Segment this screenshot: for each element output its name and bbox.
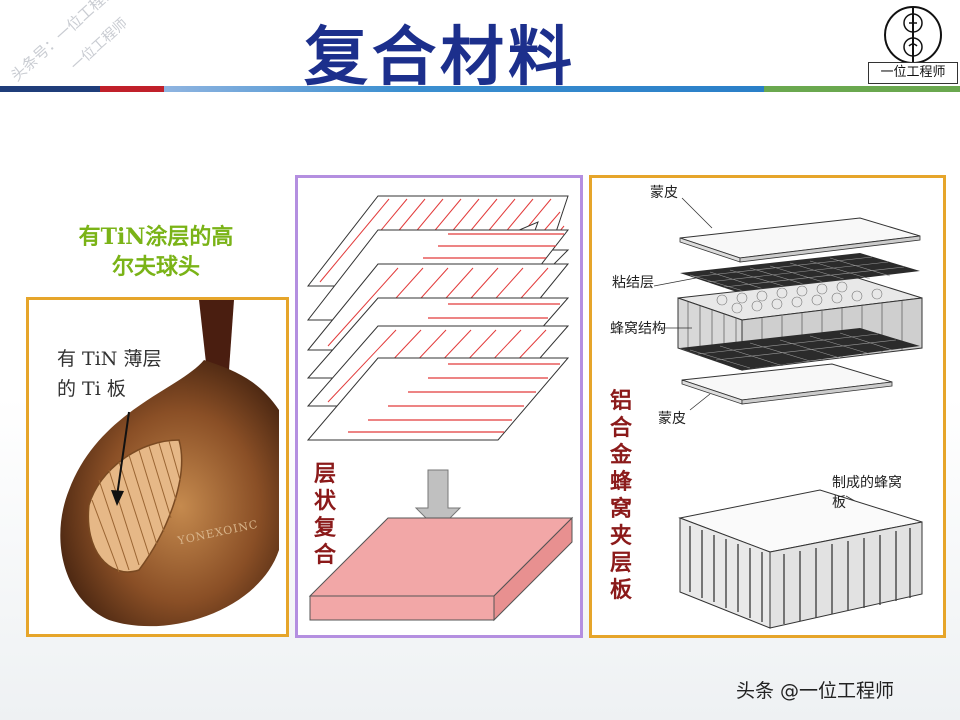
- golf-caption: 有TiN涂层的高 尔夫球头: [46, 222, 266, 282]
- honeycomb-vchar-7: 层: [609, 550, 632, 576]
- title-stripe-navy: [0, 86, 100, 92]
- logo-label: 一位工程师: [868, 62, 958, 84]
- label-adhesive-layer: 粘结层: [612, 275, 654, 291]
- honeycomb-vchar-2: 合: [609, 415, 632, 441]
- label-honeycomb-core: 蜂窝结构: [610, 321, 666, 337]
- laminate-vchar-3: 复: [313, 515, 336, 541]
- honeycomb-vchar-1: 铝: [609, 388, 632, 414]
- golf-caption-line2: 尔夫球头: [111, 254, 200, 280]
- title-stripe-red: [100, 86, 164, 92]
- laminate-vchar-4: 合: [313, 542, 336, 568]
- slide-title: 复合材料: [304, 20, 576, 95]
- tin-plate-label-line1: 有 TiN 薄层: [57, 348, 162, 370]
- golf-head-image: [60, 300, 280, 627]
- tin-plate-label-line2: 的 Ti 板: [57, 378, 126, 400]
- laminate-vertical-label: 层 状 复 合: [312, 461, 338, 569]
- label-bottom-skin: 蒙皮: [658, 411, 686, 427]
- top-adhesive-mesh: [680, 253, 920, 294]
- title-stripe-blue: [164, 86, 764, 92]
- title-stripe-green: [764, 86, 960, 92]
- honeycomb-vchar-6: 夹: [609, 523, 632, 549]
- bottom-adhesive-mesh: [680, 328, 920, 370]
- label-finished-panel-line2: 板: [832, 495, 846, 511]
- honeycomb-panel: 蒙皮 粘结层 蜂窝结构 蒙皮 制成的蜂窝 板 铝 合 金 蜂 窝 夹 层 板: [589, 175, 946, 638]
- laminate-panel: 层 状 复 合: [295, 175, 583, 638]
- golf-head-panel: 有 TiN 薄层 的 Ti 板 YONEXOINC: [26, 297, 289, 637]
- honeycomb-vchar-8: 板: [609, 577, 632, 603]
- finished-honeycomb-panel: [678, 489, 923, 629]
- laminate-vchar-1: 层: [313, 461, 336, 487]
- laminated-block: [308, 516, 574, 622]
- honeycomb-vertical-label: 铝 合 金 蜂 窝 夹 层 板: [608, 388, 634, 604]
- honeycomb-diagram: [653, 197, 923, 629]
- laminate-vchar-2: 状: [313, 488, 336, 514]
- laminate-sheets: [306, 195, 570, 441]
- label-finished-panel-line1: 制成的蜂窝: [832, 475, 902, 491]
- golf-caption-line1: 有TiN涂层的高: [78, 224, 234, 250]
- footer-attribution: 头条 @一位工程师: [736, 680, 895, 702]
- label-top-skin: 蒙皮: [650, 185, 678, 201]
- honeycomb-vchar-4: 蜂: [609, 469, 632, 495]
- laminate-diagram: [306, 195, 574, 622]
- honeycomb-vchar-5: 窝: [609, 496, 632, 522]
- honeycomb-vchar-3: 金: [609, 442, 632, 468]
